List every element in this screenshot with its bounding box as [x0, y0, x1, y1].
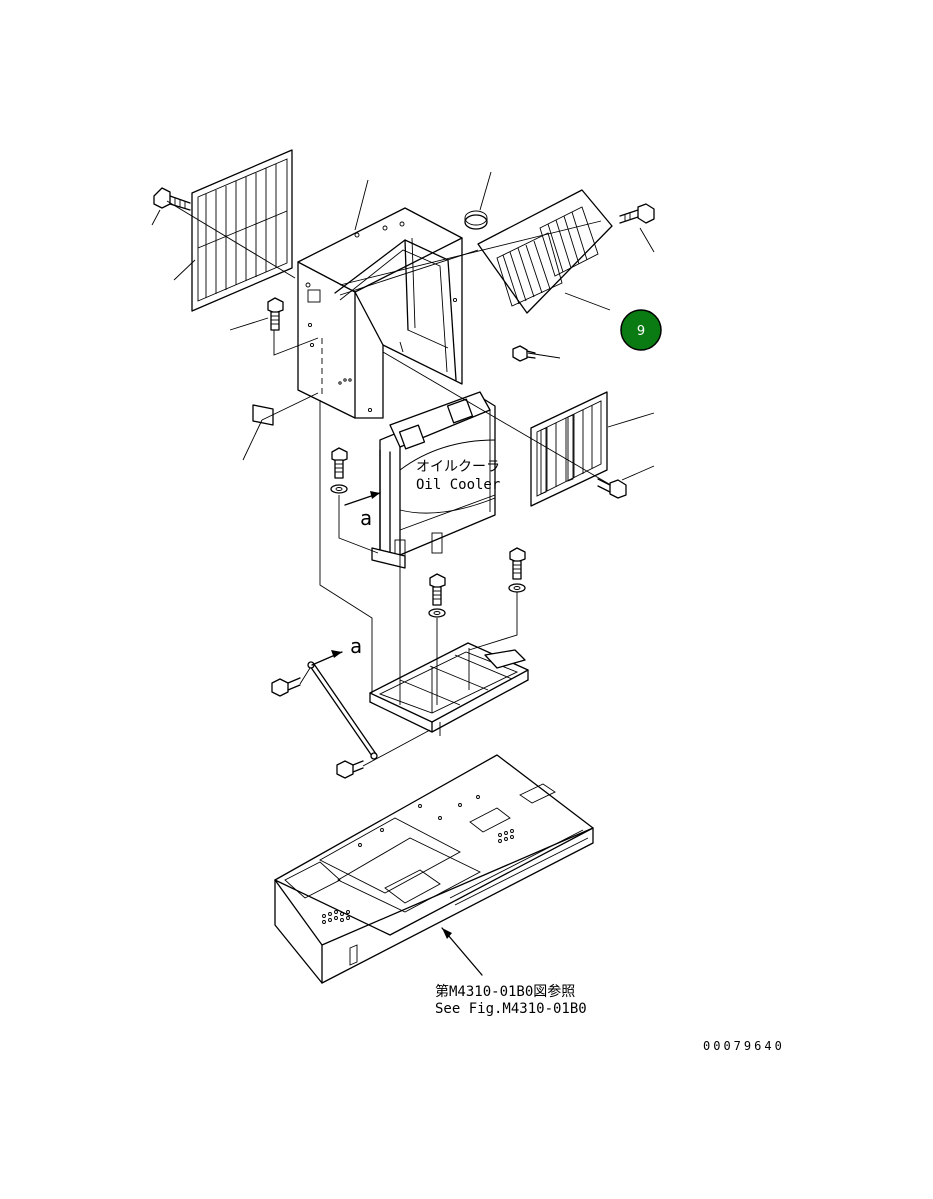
see-figure-note-en: See Fig.M4310-01B0: [435, 1001, 587, 1017]
grille-left: [191, 149, 293, 312]
radiator-box-cover: [297, 207, 463, 419]
mounting-frame: [369, 642, 529, 736]
callout-circle[interactable]: [620, 309, 662, 351]
oil-cooler: [371, 391, 496, 569]
arrow-a-upper-label: a: [360, 506, 372, 530]
bolt-mid: [512, 345, 536, 362]
bolt-rod-upper: [271, 677, 301, 697]
grille-upper-right: [477, 189, 613, 314]
arrow-a-upper: [344, 491, 381, 506]
see-figure-note-jp: 第M4310-01B0図参照: [435, 983, 575, 1000]
decal-plate: [252, 404, 274, 426]
bolt-upper-left: [153, 187, 296, 279]
frame-base: [274, 754, 594, 984]
bolt-washer-mount-right: [508, 547, 526, 593]
arrow-a-lower: [311, 650, 343, 666]
bolt-washer-cooler: [330, 447, 348, 494]
arrow-a-lower-label: a: [350, 634, 362, 658]
oil-cooler-label-en: Oil Cooler: [416, 477, 500, 493]
grille-right-middle: [530, 391, 608, 507]
stay-rod: [307, 661, 378, 760]
rubber-bushing: [464, 210, 488, 230]
drawing-number: 00079640: [703, 1039, 785, 1053]
arrow-see-figure: [441, 927, 483, 976]
bolt-rod-lower: [336, 760, 364, 779]
leader-lines: [151, 171, 655, 767]
oil-cooler-label-jp: オイルクーラ: [416, 459, 500, 475]
bolt-washer-mount-left: [428, 573, 446, 618]
callout-marker[interactable]: 9: [620, 309, 662, 351]
bolt-left-vertical: [267, 297, 284, 331]
bolt-upper-right: [619, 203, 655, 224]
callout-number: 9: [637, 324, 645, 339]
bolt-right-middle: [597, 478, 627, 499]
